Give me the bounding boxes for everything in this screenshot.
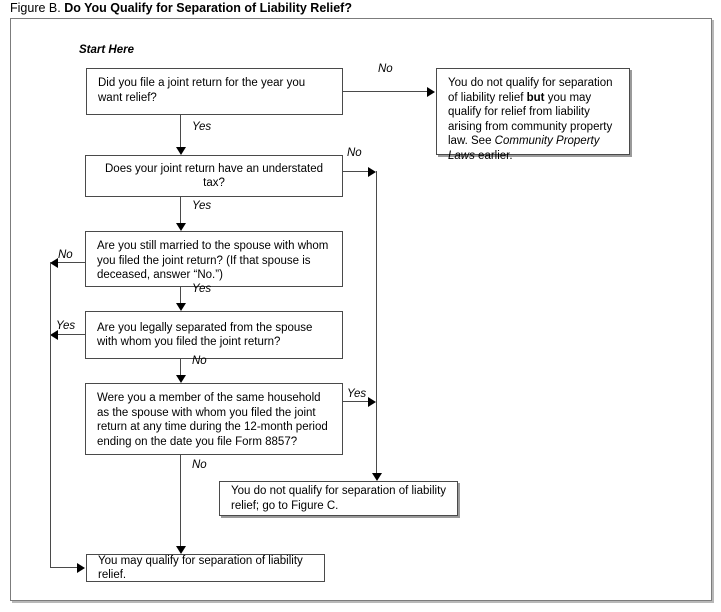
question-text: Are you legally separated from the spous…	[97, 321, 313, 349]
question-box-joint-return[interactable]: Did you file a joint return for the year…	[86, 68, 343, 115]
question-box-still-married[interactable]: Are you still married to the spouse with…	[85, 231, 343, 287]
edge-q3-no-line	[58, 262, 85, 263]
edge-q4-yes-arrowhead	[50, 330, 58, 340]
question-text: Are you still married to the spouse with…	[97, 240, 329, 281]
outcome-text: You may qualify for separation of liabil…	[98, 554, 303, 582]
edge-label-q5-yes: Yes	[347, 388, 367, 400]
start-here-label: Start Here	[79, 44, 134, 56]
outcome-box-community-property[interactable]: You do not qualify for separation of lia…	[436, 68, 630, 162]
edge-label-q3-yes: Yes	[192, 283, 212, 295]
edge-q1-yes-line	[180, 115, 181, 147]
figure-heading: Do You Qualify for Separation of Liabili…	[64, 1, 352, 15]
question-box-legally-separated[interactable]: Are you legally separated from the spous…	[85, 311, 343, 359]
outcome-text: You do not qualify for separation of lia…	[231, 485, 447, 512]
edge-label-q5-no: No	[192, 459, 207, 471]
question-text: Does your joint return have an understat…	[105, 162, 323, 190]
edge-q2-no-arrowhead	[368, 167, 376, 177]
edge-q1-no-arrowhead	[427, 87, 435, 97]
right-rail-line	[376, 171, 377, 473]
question-box-understated-tax[interactable]: Does your joint return have an understat…	[85, 155, 343, 197]
edge-q4-no-arrowhead	[176, 375, 186, 383]
edge-q5-no-arrowhead	[176, 546, 186, 554]
edge-q3-no-arrowhead	[50, 258, 58, 268]
outcome-text: You do not qualify for separation of lia…	[448, 77, 613, 162]
edge-q5-yes-arrowhead	[368, 397, 376, 407]
outcome-box-may-qualify[interactable]: You may qualify for separation of liabil…	[86, 554, 325, 582]
edge-q2-yes-arrowhead	[176, 223, 186, 231]
figure-number: Figure B.	[10, 1, 61, 15]
edge-q1-no-line	[343, 91, 428, 92]
edge-q4-yes-line	[58, 334, 85, 335]
question-text: Were you a member of the same household …	[97, 392, 328, 448]
edge-label-q4-yes: Yes	[56, 320, 76, 332]
edge-q1-yes-arrowhead	[176, 147, 186, 155]
edge-label-q1-no: No	[378, 63, 393, 75]
edge-q4-no-line	[180, 359, 181, 375]
question-text: Did you file a joint return for the year…	[98, 77, 306, 104]
question-box-same-household[interactable]: Were you a member of the same household …	[85, 383, 343, 455]
right-rail-arrowhead	[372, 473, 382, 481]
left-rail-arrowhead	[77, 563, 85, 573]
outcome-box-figure-c[interactable]: You do not qualify for separation of lia…	[219, 481, 458, 516]
edge-q3-yes-line	[180, 287, 181, 303]
edge-label-q4-no: No	[192, 355, 207, 367]
edge-label-q1-yes: Yes	[192, 121, 212, 133]
edge-q5-yes-line	[343, 401, 369, 402]
edge-q3-yes-arrowhead	[176, 303, 186, 311]
edge-q5-no-line	[180, 455, 181, 546]
left-rail-line	[50, 262, 51, 567]
edge-q2-yes-line	[180, 197, 181, 223]
edge-label-q2-no: No	[347, 147, 362, 159]
figure-title: Figure B. Do You Qualify for Separation …	[10, 0, 710, 18]
edge-q2-no-line	[343, 171, 369, 172]
edge-label-q2-yes: Yes	[192, 200, 212, 212]
left-rail-bottom-line	[50, 567, 78, 568]
edge-label-q3-no: No	[58, 249, 73, 261]
